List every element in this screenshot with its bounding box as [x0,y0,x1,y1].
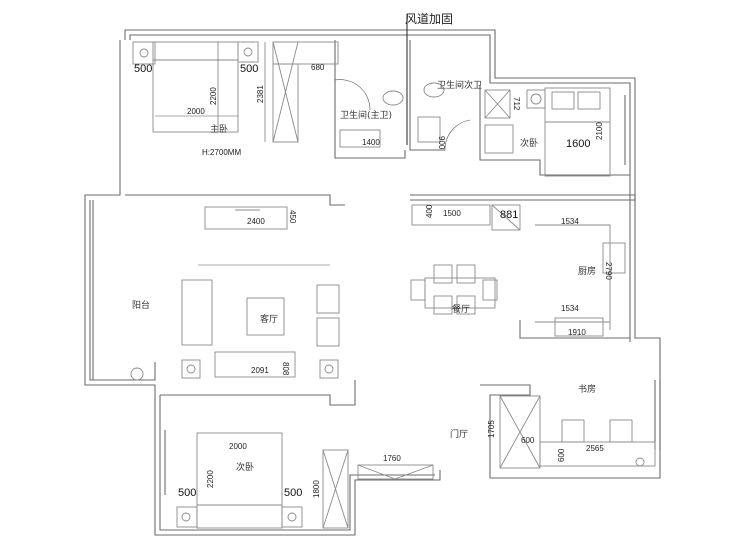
dim: 2381 [256,85,265,103]
dim: 1500 [443,209,461,218]
wardrobe [322,449,349,529]
floor-drain [130,367,144,381]
dim: 1910 [568,328,586,337]
dim: 680 [311,63,325,72]
stove [554,317,604,337]
room-master-bath: 卫生间(主卫) [340,109,392,121]
dim: 1400 [362,138,380,147]
walls [84,29,661,536]
desk [539,441,656,467]
sink [602,242,626,274]
dim: 600 [557,448,566,462]
room-living: 客厅 [260,313,278,325]
room-kitchen: 厨房 [578,265,596,277]
dim: 1800 [312,480,321,498]
dim: 1534 [561,304,579,313]
dim: 1705 [487,420,496,438]
room-master-bedroom: 主卧 [210,123,228,135]
room-second-bedroom-top: 次卧 [520,137,538,149]
dim: 1600 [566,138,590,150]
dim: 400 [425,204,434,218]
dim: 712 [512,97,521,111]
dim: 500 [178,487,196,499]
foyer-cabinet [499,395,541,469]
master-bed [132,41,259,133]
bottom-bedroom-furniture [176,432,434,529]
dim: 500 [134,63,152,75]
dim: 2400 [247,217,265,226]
living-furniture [130,206,340,381]
dim: 2200 [209,87,218,105]
dim: 450 [288,210,297,224]
room-second-bath: 卫生间次卫 [437,79,482,91]
room-dining: 餐厅 [452,303,470,315]
dim: 2000 [229,442,247,451]
labels: 风道加固 H:2700MM 主卧 卫生间(主卫) 卫生间次卫 次卧 阳台 客厅 … [132,12,613,499]
ceiling-height: H:2700MM [202,148,241,157]
dim: 500 [284,487,302,499]
dim: 881 [500,209,518,221]
tv-cabinet [204,206,288,230]
dim: 2091 [251,366,269,375]
room-foyer: 门厅 [450,428,468,440]
armchair [181,279,213,346]
study-foyer-furniture [499,395,656,469]
dim: 500 [240,63,258,75]
dim: 900 [437,136,446,150]
sofa [214,351,296,378]
dim: 808 [281,362,290,376]
dining-table [410,264,498,315]
dim: 2200 [206,470,215,488]
shoe-cabinet [357,464,434,480]
dim: 2790 [604,262,613,280]
dim: 1760 [383,454,401,463]
master-wardrobe [264,41,339,143]
room-study: 书房 [578,383,596,395]
dim: 2100 [595,122,604,140]
nightstand-left [132,41,156,65]
dim: 2565 [586,444,604,453]
coffee-table [246,297,285,336]
dim: 2000 [187,107,205,116]
annotation-label: 风道加固 [405,12,453,26]
dim: 600 [521,436,535,445]
second-bedroom-top-furniture [484,87,611,177]
dim: 1534 [561,217,579,226]
room-second-bedroom-bottom: 次卧 [236,461,254,473]
nightstand-right [237,41,259,63]
bathrooms [334,14,471,151]
kitchen-fixtures [411,204,626,337]
room-balcony: 阳台 [132,299,150,311]
